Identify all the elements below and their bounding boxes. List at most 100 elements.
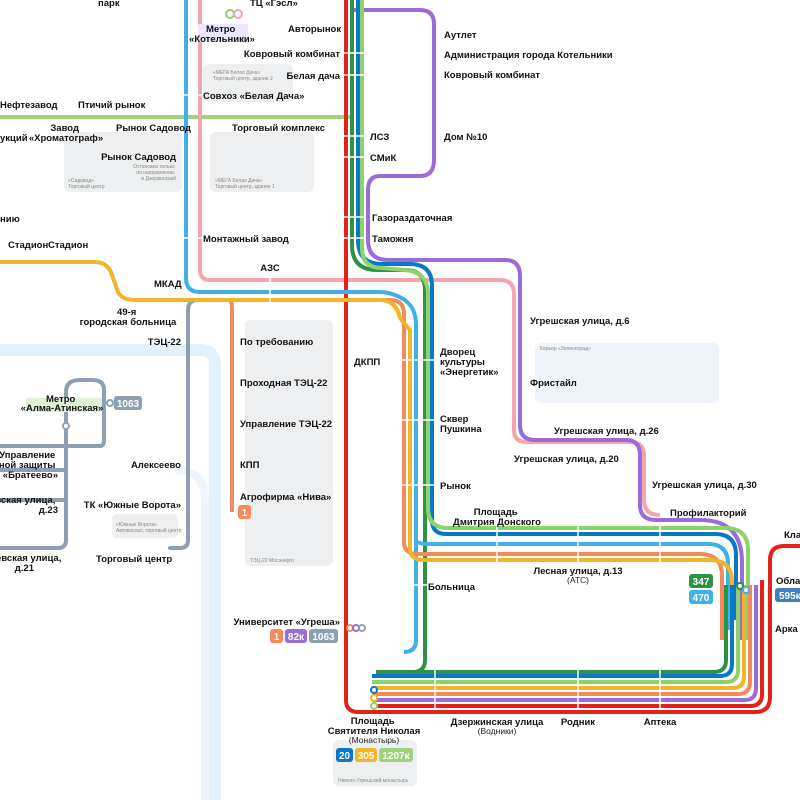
label-avtorynok: Авторынок — [288, 24, 341, 35]
note-sad-2: по направлению — [136, 170, 174, 176]
label-tec22: ТЭЦ-22 — [148, 337, 181, 348]
trunk-lines — [184, 0, 800, 714]
label-apteka: Аптека — [644, 717, 677, 728]
label-pl-nik: Площадь Святителя Николая — [328, 716, 421, 737]
label-stadion2: Стадион — [48, 240, 88, 251]
label-fristail: Фристайл — [530, 378, 577, 389]
label-teevskaya21: теевская улица, д.21 — [0, 553, 64, 574]
label-univer: Университет «Угреша» — [233, 617, 340, 628]
label-zavod: Завод «Хроматограф» — [29, 123, 103, 144]
svg-text:470: 470 — [693, 593, 710, 604]
label-pl-nik-2: Святителя Николая — [328, 726, 421, 737]
route-badges: 1063 347 470 595к 1 1 82к 1063 — [114, 396, 800, 762]
label-park: парк — [98, 0, 120, 9]
landmark-areas — [64, 64, 719, 786]
badge-univer-1063: 1063 — [309, 629, 338, 643]
label-eevskaya23-1: еевская улица, — [0, 495, 55, 506]
label-dvorec-1: Дворец — [440, 347, 475, 358]
label-skver: Сквер Пушкина — [440, 414, 482, 435]
label-kcy: укций — [0, 133, 28, 144]
label-rodnik: Родник — [561, 717, 595, 728]
label-torg-kompleks: Торговый комплекс — [232, 123, 325, 134]
svg-text:305: 305 — [358, 751, 375, 762]
badge-nik-305: 305 — [355, 748, 377, 762]
note-sad: Остановка только по направлению в Дзержи… — [133, 164, 176, 182]
label-arka: Арка — [775, 624, 798, 635]
label-metro-kotelniki-2: «Котельники» — [189, 34, 255, 45]
label-torg-centr: Торговый центр — [96, 554, 172, 565]
label-vodniki: (Водники) — [478, 726, 517, 736]
badge-1-agro: 1 — [238, 505, 251, 519]
metro-alma-box — [26, 398, 102, 412]
note-mega4: Торговый центр, здание 1 — [215, 183, 275, 190]
label-upravl-tec: Управление ТЭЦ-22 — [240, 419, 332, 430]
note-yuzh: «Южные Ворота» — [116, 522, 157, 528]
note-yuzh2: Автовокзал, торговый центр — [116, 527, 182, 534]
label-metro-kotelniki: Метро «Котельники» — [189, 24, 255, 45]
badge-595: 595к — [775, 588, 800, 602]
label-azs: АЗС — [260, 263, 280, 274]
landmark-sadovod — [64, 132, 182, 192]
landmark-mega1 — [210, 132, 314, 192]
landmark-tec22 — [245, 320, 333, 566]
label-zavod-2: «Хроматограф» — [29, 133, 103, 144]
label-bolnica: Больница — [428, 582, 476, 593]
label-pl-donsk-1: Площадь — [474, 507, 518, 518]
note-sad-1: Остановка только — [133, 164, 175, 170]
label-skver-2: Пушкина — [440, 424, 482, 435]
svg-text:82к: 82к — [288, 632, 305, 643]
label-obla: Обла — [776, 576, 800, 587]
label-dvorec-2: культуры — [440, 357, 485, 368]
label-kla: Кла — [784, 530, 800, 541]
label-ugresh26: Угрешская улица, д.26 — [554, 426, 659, 437]
badge-nik-1207: 1207к — [379, 748, 413, 762]
label-upr-zasch-2: льной защиты — [0, 460, 55, 471]
label-pl-donsk: Площадь Дмитрия Донского — [453, 507, 541, 528]
label-teevskaya21-1: теевская улица, — [0, 553, 61, 564]
label-prohodn: Проходная ТЭЦ-22 — [240, 378, 327, 389]
landmark-karier — [535, 343, 719, 403]
label-montazh: Монтажный завод — [203, 234, 289, 245]
label-dzerzh: Дзержинская улица — [451, 717, 544, 728]
label-eevskaya23-2: д.23 — [39, 505, 58, 516]
label-upr-zasch-1: Управление — [0, 450, 55, 461]
label-metro-alma: Метро «Алма-Атинская» — [21, 394, 104, 414]
label-bolnica49: 49-я городская больница — [80, 307, 177, 328]
svg-text:1063: 1063 — [117, 399, 140, 410]
label-admin: Администрация города Котельники — [444, 50, 613, 61]
label-smik: СМиК — [370, 153, 396, 164]
badge-nik-20: 20 — [336, 748, 353, 762]
label-stadion1: Стадион — [8, 240, 48, 251]
label-zavod-1: Завод — [50, 123, 79, 134]
label-kpp: КПП — [240, 460, 260, 471]
label-pl-nik-1: Площадь — [351, 716, 395, 727]
river-secondary — [174, 466, 209, 800]
label-dvorec: Дворец культуры «Энергетик» — [440, 347, 499, 378]
label-metro-alma-2: «Алма-Атинская» — [21, 403, 104, 414]
label-ptichy: Птичий рынок — [78, 100, 146, 111]
badge-347: 347 — [689, 574, 713, 588]
label-metro-alma-1: Метро — [46, 394, 76, 405]
label-dvorec-3: «Энергетик» — [440, 367, 499, 378]
label-upr-zasch-3: «Братеево» — [3, 470, 58, 481]
svg-text:1207к: 1207к — [382, 751, 410, 762]
label-neftezavod: Нефтезавод — [0, 100, 58, 111]
bottom-bundle — [372, 580, 764, 708]
label-tts-gal: ТЦ «Гэсл» — [250, 0, 298, 9]
metro-kotelniki-box — [198, 24, 248, 42]
label-tk-yuzh: ТК «Южные Ворота» — [84, 500, 181, 511]
label-metro-kotelniki-1: Метро — [206, 24, 236, 35]
landmark-mega2 — [203, 64, 293, 102]
label-niyu: нию — [0, 214, 20, 225]
label-autlet: Аутлет — [444, 30, 477, 41]
label-kovrovy-r: Ковровый комбинат — [444, 70, 540, 81]
label-bolnica49-2: городская больница — [80, 317, 177, 328]
label-kovrovy-l: Ковровый комбинат — [244, 49, 340, 60]
label-teevskaya21-2: д.21 — [15, 563, 35, 574]
svg-text:1: 1 — [274, 632, 280, 643]
label-alekseevo: Алексеево — [131, 460, 181, 471]
label-skver-1: Сквер — [440, 414, 469, 425]
note-mega2b: Торговый центр, здание 2 — [213, 75, 273, 82]
note-mega3: «МЕГА Белая Дача» — [215, 178, 263, 184]
